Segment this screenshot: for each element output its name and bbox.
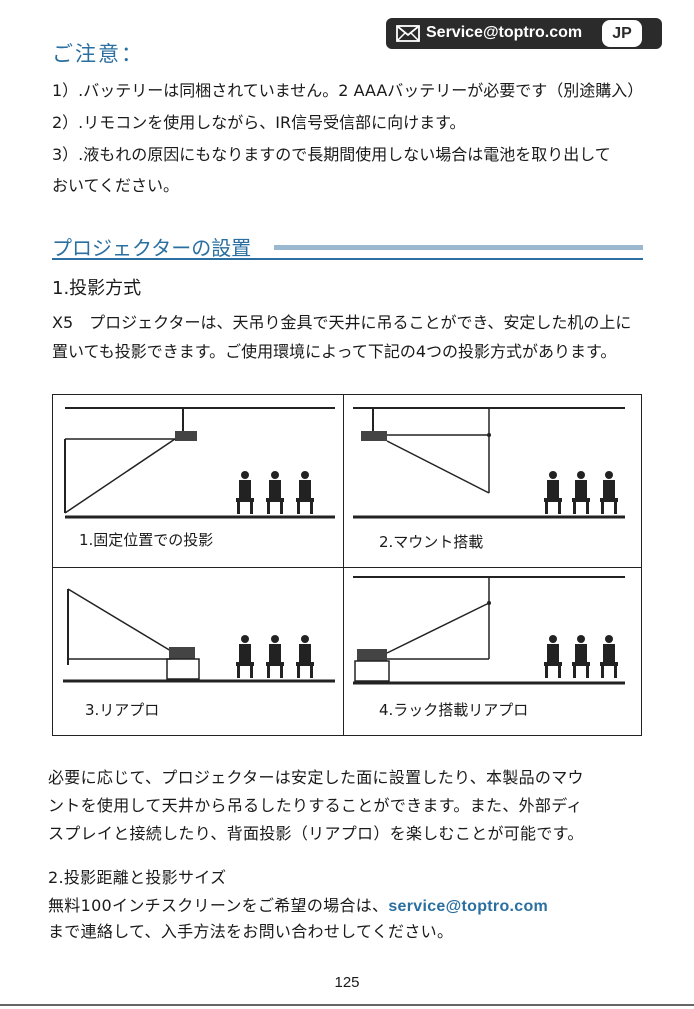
subheading-projection-modes: 1.投影方式 bbox=[52, 278, 142, 299]
mail-icon bbox=[396, 25, 420, 42]
panel-divider-vertical bbox=[343, 395, 344, 735]
service-email-badge: Service@toptro.com JP bbox=[386, 18, 662, 49]
intro-line: X5 プロジェクターは、天吊り金具で天井に吊ることができ、安定した机の上に bbox=[52, 313, 632, 332]
notice-line: 3）.液もれの原因にもなりますので長期間使用しない場合は電池を取り出して bbox=[52, 145, 611, 164]
distance-heading: 2.投影距離と投影サイズ bbox=[48, 868, 227, 887]
mode-rear-illustration bbox=[63, 588, 335, 683]
mode-front-illustration bbox=[64, 407, 335, 519]
notice-line: 1）.バッテリーは同梱されていません。2 AAAバッテリーが必要です（別途購入） bbox=[52, 81, 644, 100]
mode-front-ceiling-cell: 1.固定位置での投影 bbox=[53, 395, 343, 567]
heading-underline bbox=[52, 258, 643, 260]
heading-bar bbox=[274, 245, 643, 250]
mode-label: 2.マウント搭載 bbox=[379, 533, 484, 551]
projection-modes-diagram: 1.固定位置での投影 2.マウント搭載 bbox=[52, 394, 642, 736]
mode-label: 4.ラック搭載リアプロ bbox=[379, 701, 529, 719]
body-line: 必要に応じて、プロジェクターは安定した面に設置したり、本製品のマウ bbox=[48, 768, 584, 787]
notice-line: 2）.リモコンを使用しながら、IR信号受信部に向けます。 bbox=[52, 113, 466, 132]
notice-line: おいてください。 bbox=[52, 176, 180, 195]
distance-line: 無料100インチスクリーンをご希望の場合は、service@toptro.com bbox=[48, 892, 548, 916]
mode-rack-rear-illustration bbox=[353, 576, 625, 685]
page-number: 125 bbox=[334, 974, 360, 991]
mode-mount-illustration bbox=[353, 407, 625, 519]
distance-text: 無料100インチスクリーンをご希望の場合は、 bbox=[48, 896, 389, 915]
body-line: スプレイと接続したり、背面投影（リアプロ）を楽しむことが可能です。 bbox=[48, 824, 584, 843]
mode-rear-cell: 3.リアプロ bbox=[53, 567, 343, 739]
intro-line: 置いても投影できます。ご使用環境によって下記の4つの投影方式があります。 bbox=[52, 342, 617, 361]
mode-label: 3.リアプロ bbox=[85, 701, 160, 719]
mode-mount-cell: 2.マウント搭載 bbox=[343, 395, 633, 567]
section-heading: プロジェクターの設置 bbox=[52, 236, 252, 260]
bottom-rule bbox=[0, 1004, 694, 1006]
panel-divider-horizontal bbox=[53, 567, 641, 568]
mode-label: 1.固定位置での投影 bbox=[79, 531, 214, 549]
language-badge: JP bbox=[602, 20, 642, 47]
mode-rack-rear-cell: 4.ラック搭載リアプロ bbox=[343, 567, 633, 739]
body-line: ントを使用して天井から吊るしたりすることができます。また、外部ディ bbox=[48, 796, 583, 815]
service-email-link[interactable]: service@toptro.com bbox=[388, 898, 549, 915]
notice-title: ご注意： bbox=[52, 42, 144, 66]
service-email[interactable]: Service@toptro.com bbox=[426, 24, 583, 41]
distance-line: まで連絡して、入手方法をお問い合わせしてください。 bbox=[48, 922, 454, 941]
